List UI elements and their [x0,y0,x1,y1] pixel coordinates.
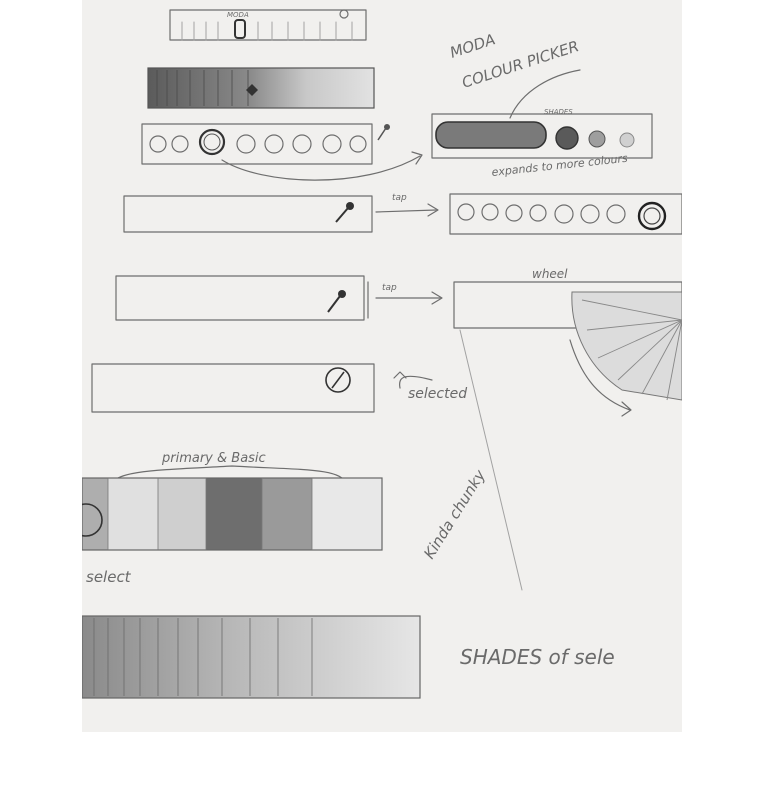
eyedropper-icon [377,124,390,141]
tap-label-2: tap [382,283,397,293]
expands-note: expands to more colours [491,152,629,179]
selected-label: selected [408,386,467,402]
title-annotation: MODA COLOUR PICKER [448,30,581,119]
eyedropper-bar-sketch-1: tap [123,193,439,233]
select-label: select [86,568,132,586]
wheel-label: wheel [532,267,568,281]
slider-thumb-icon [234,19,246,39]
expanded-circles-sketch [449,193,682,235]
eyedropper-icon-2 [335,202,354,223]
search-icon [339,9,349,19]
sketch-paper: MODA [82,0,682,732]
title-line-1: MODA [448,30,498,62]
primary-basic-sketch: primary & Basic select Kinda chunky [82,451,490,586]
primary-label: primary & Basic [161,451,266,466]
swatch-circles-sketch [141,123,423,181]
shades-of-select-sketch: SHADES of sele [82,615,615,699]
shades-label: SHADES [544,108,573,116]
tap-label-1: tap [392,193,407,203]
kinda-chunky-label: Kinda chunky [420,466,490,562]
top-bar-label: MODA [227,11,249,19]
eyedropper-icon-3 [327,290,346,313]
selected-bar-sketch: selected [91,363,467,413]
eyedropper-bar-sketch-2: tap [115,275,443,321]
gradient-marker-icon [246,84,258,96]
top-slider-sketch: MODA [169,9,367,41]
gradient-bar-sketch [147,67,375,109]
pencil-sketch: MODA [82,9,682,699]
shades-bar-sketch: SHADES expands to more colours [431,108,653,179]
selected-eyedropper-icon [325,367,351,393]
shades-of-select-label: SHADES of sele [460,645,615,669]
wheel-sketch: wheel [453,267,682,591]
